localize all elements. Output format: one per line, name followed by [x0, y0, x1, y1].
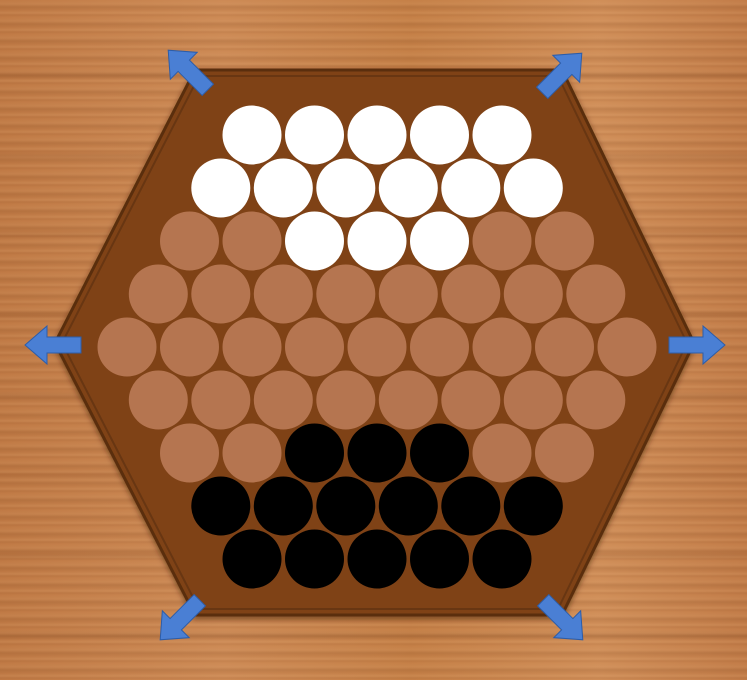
white-marble[interactable] [285, 211, 344, 271]
empty-cell[interactable] [410, 317, 469, 377]
black-marble[interactable] [503, 476, 563, 536]
white-marble[interactable] [472, 105, 532, 165]
arrow-down-left-icon[interactable] [147, 587, 213, 653]
white-marble[interactable] [316, 158, 376, 218]
direction-arrows [24, 37, 726, 653]
empty-cell[interactable] [316, 370, 376, 430]
black-marble[interactable] [472, 529, 532, 589]
empty-cell[interactable] [503, 264, 563, 324]
empty-cell[interactable] [378, 370, 438, 430]
empty-cell[interactable] [441, 264, 501, 324]
empty-cell[interactable] [535, 317, 594, 377]
empty-cell[interactable] [566, 370, 626, 430]
white-marble[interactable] [222, 105, 282, 165]
empty-cell[interactable] [472, 423, 532, 483]
empty-cell[interactable] [97, 317, 157, 377]
arrow-right-icon[interactable] [668, 324, 726, 366]
empty-cell[interactable] [566, 264, 626, 324]
empty-cell[interactable] [503, 370, 563, 430]
empty-cell[interactable] [253, 264, 313, 324]
black-marble[interactable] [410, 423, 469, 483]
empty-cell[interactable] [378, 264, 438, 324]
black-marble[interactable] [410, 529, 469, 589]
empty-cell[interactable] [222, 423, 282, 483]
arrow-up-left-icon[interactable] [155, 37, 221, 103]
arrow-up-right-icon[interactable] [529, 40, 595, 106]
white-marble[interactable] [378, 158, 438, 218]
empty-cell[interactable] [222, 317, 282, 377]
white-marble[interactable] [410, 211, 469, 271]
empty-cell[interactable] [128, 370, 188, 430]
empty-cell[interactable] [441, 370, 501, 430]
white-marble[interactable] [285, 105, 344, 165]
empty-cell[interactable] [191, 264, 251, 324]
white-marble[interactable] [253, 158, 313, 218]
empty-cell[interactable] [347, 317, 407, 377]
arrow-down-right-icon[interactable] [530, 587, 596, 653]
empty-cell[interactable] [160, 211, 219, 271]
empty-cell[interactable] [160, 423, 219, 483]
black-marble[interactable] [222, 529, 282, 589]
black-marble[interactable] [347, 529, 407, 589]
empty-cell[interactable] [535, 211, 594, 271]
white-marble[interactable] [347, 105, 407, 165]
white-marble[interactable] [441, 158, 501, 218]
empty-cell[interactable] [472, 317, 532, 377]
black-marble[interactable] [347, 423, 407, 483]
black-marble[interactable] [253, 476, 313, 536]
arrow-left-icon[interactable] [24, 324, 82, 366]
white-marble[interactable] [503, 158, 563, 218]
white-marble[interactable] [191, 158, 251, 218]
empty-cell[interactable] [472, 211, 532, 271]
black-marble[interactable] [285, 423, 344, 483]
black-marble[interactable] [316, 476, 376, 536]
white-marble[interactable] [347, 211, 407, 271]
black-marble[interactable] [441, 476, 501, 536]
empty-cell[interactable] [316, 264, 376, 324]
empty-cell[interactable] [253, 370, 313, 430]
empty-cell[interactable] [128, 264, 188, 324]
black-marble[interactable] [191, 476, 251, 536]
empty-cell[interactable] [222, 211, 282, 271]
white-marble[interactable] [410, 105, 469, 165]
empty-cell[interactable] [285, 317, 344, 377]
empty-cell[interactable] [191, 370, 251, 430]
board-cells [97, 105, 657, 589]
empty-cell[interactable] [597, 317, 657, 377]
empty-cell[interactable] [535, 423, 594, 483]
black-marble[interactable] [285, 529, 344, 589]
black-marble[interactable] [378, 476, 438, 536]
empty-cell[interactable] [160, 317, 219, 377]
